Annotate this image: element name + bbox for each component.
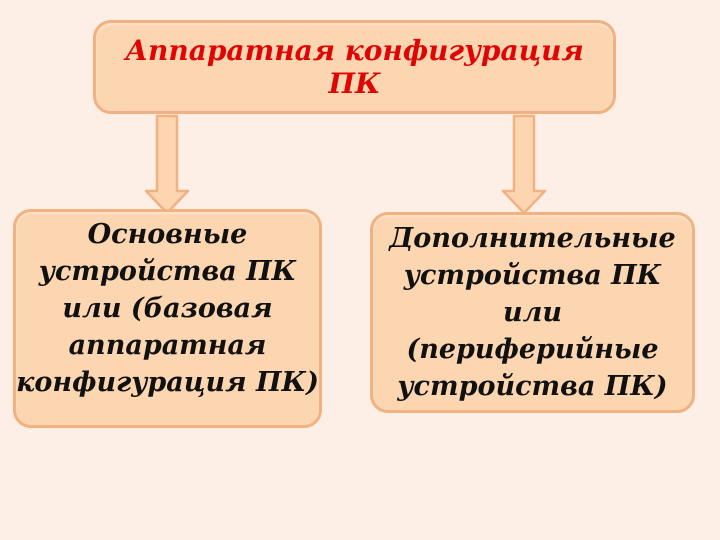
additional-devices-box: Дополнительные устройства ПК или (перифе… bbox=[370, 212, 695, 413]
down-arrow-left-icon bbox=[144, 114, 190, 215]
title-box: Аппаратная конфигурация ПК bbox=[93, 20, 616, 114]
slide-title: Аппаратная конфигурация ПК bbox=[125, 34, 584, 100]
basic-devices-line: аппаратная bbox=[68, 330, 267, 361]
down-arrow-right-icon bbox=[501, 114, 547, 215]
basic-devices-line: или (базовая bbox=[62, 293, 273, 324]
basic-devices-line: конфигурация ПК) bbox=[16, 367, 319, 398]
additional-devices-line: устройства ПК или bbox=[403, 260, 662, 328]
additional-devices-line: Дополнительные bbox=[389, 223, 676, 254]
basic-devices-line: Основные bbox=[87, 219, 248, 250]
basic-devices-box: Основные устройства ПК или (базовая аппа… bbox=[13, 209, 322, 428]
basic-devices-line: устройства ПК bbox=[38, 256, 297, 287]
additional-devices-line: устройства ПК) bbox=[397, 371, 668, 402]
additional-devices-line: (периферийные bbox=[406, 334, 659, 365]
